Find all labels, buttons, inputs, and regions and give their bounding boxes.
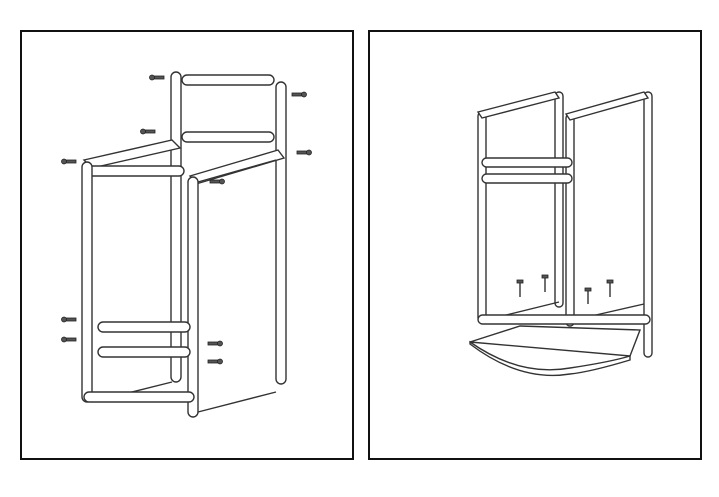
front-left-post	[81, 161, 93, 403]
rear-left-post	[170, 71, 182, 383]
rear-top-bars	[181, 74, 275, 143]
screw-icons	[61, 74, 312, 365]
cross-bars	[477, 157, 651, 325]
shelf-board	[469, 325, 642, 377]
assembly-step-2-panel	[368, 30, 702, 460]
front-right-post	[187, 176, 199, 418]
frame-exploded-illustration	[61, 71, 312, 418]
top-frame	[82, 139, 286, 185]
frame-with-shelf-illustration	[469, 91, 653, 377]
assembly-step-1-panel	[20, 30, 354, 460]
rear-right-post	[275, 81, 287, 385]
screw-icons	[516, 274, 614, 304]
lower-bars	[83, 321, 195, 403]
